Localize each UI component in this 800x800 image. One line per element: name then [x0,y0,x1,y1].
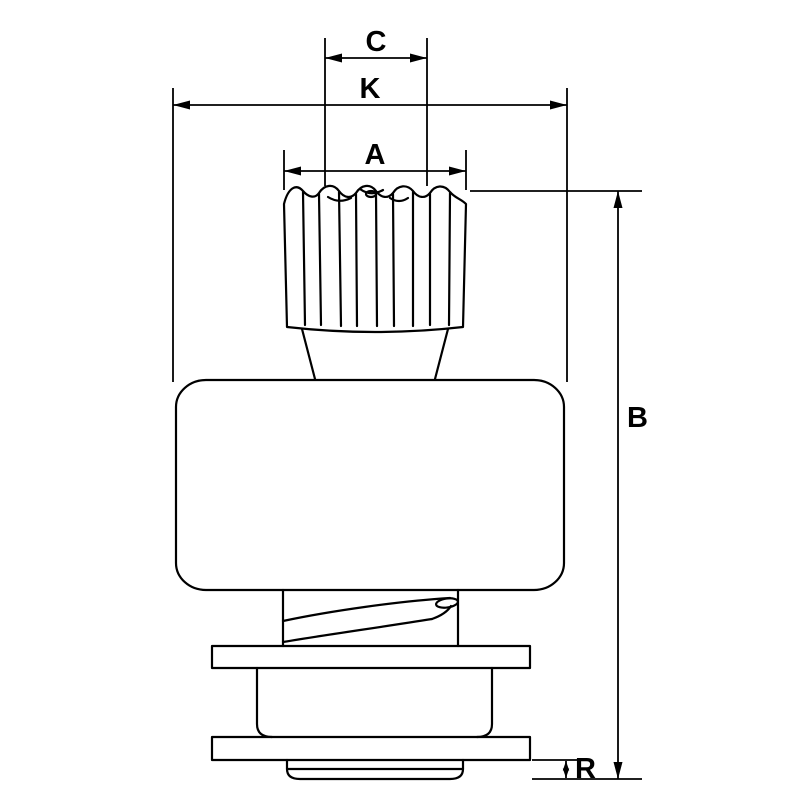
gear-tooth-line [337,190,343,328]
gear-tooth-line [447,191,452,327]
dimension-b: B [470,190,648,780]
dimension-label-c: C [366,26,387,58]
mid-cylinder-side [475,666,494,739]
gear-tooth-line [354,192,359,328]
gear-top-face-detail [364,189,378,199]
spline-helix-line [281,596,452,623]
dimension-a: A [283,139,467,190]
gear-top-face-detail [388,196,410,203]
lower-assembly [210,644,532,781]
dimension-k: K [172,73,568,382]
dimension-r: R [532,753,596,785]
dimension-c: C [324,26,428,186]
dimension-label-a: A [365,139,386,171]
lower-flange [210,735,532,762]
pinion-gear [282,184,468,381]
helical-spline [281,588,460,648]
body-outline [174,378,566,592]
dimension-label-k: K [360,73,381,105]
gear-neck-line [433,327,450,381]
gear-top-face-detail [326,195,353,202]
mid-cylinder-side [255,666,274,739]
dimension-label-b: B [627,402,648,434]
drive-body [174,378,566,592]
gear-tooth-line [374,190,379,328]
spline-thread-end [434,597,460,609]
gear-tooth-line [317,192,323,327]
spline-helix-line [281,617,434,644]
dimension-label-r: R [575,753,596,785]
gear-tooth-line [301,190,307,327]
gear-outline [282,184,468,334]
bottom-hub-outline [285,758,465,781]
upper-flange [210,644,532,670]
gear-top-face-detail [358,187,385,195]
gear-neck-line [300,327,317,381]
gear-tooth-line [391,192,396,328]
